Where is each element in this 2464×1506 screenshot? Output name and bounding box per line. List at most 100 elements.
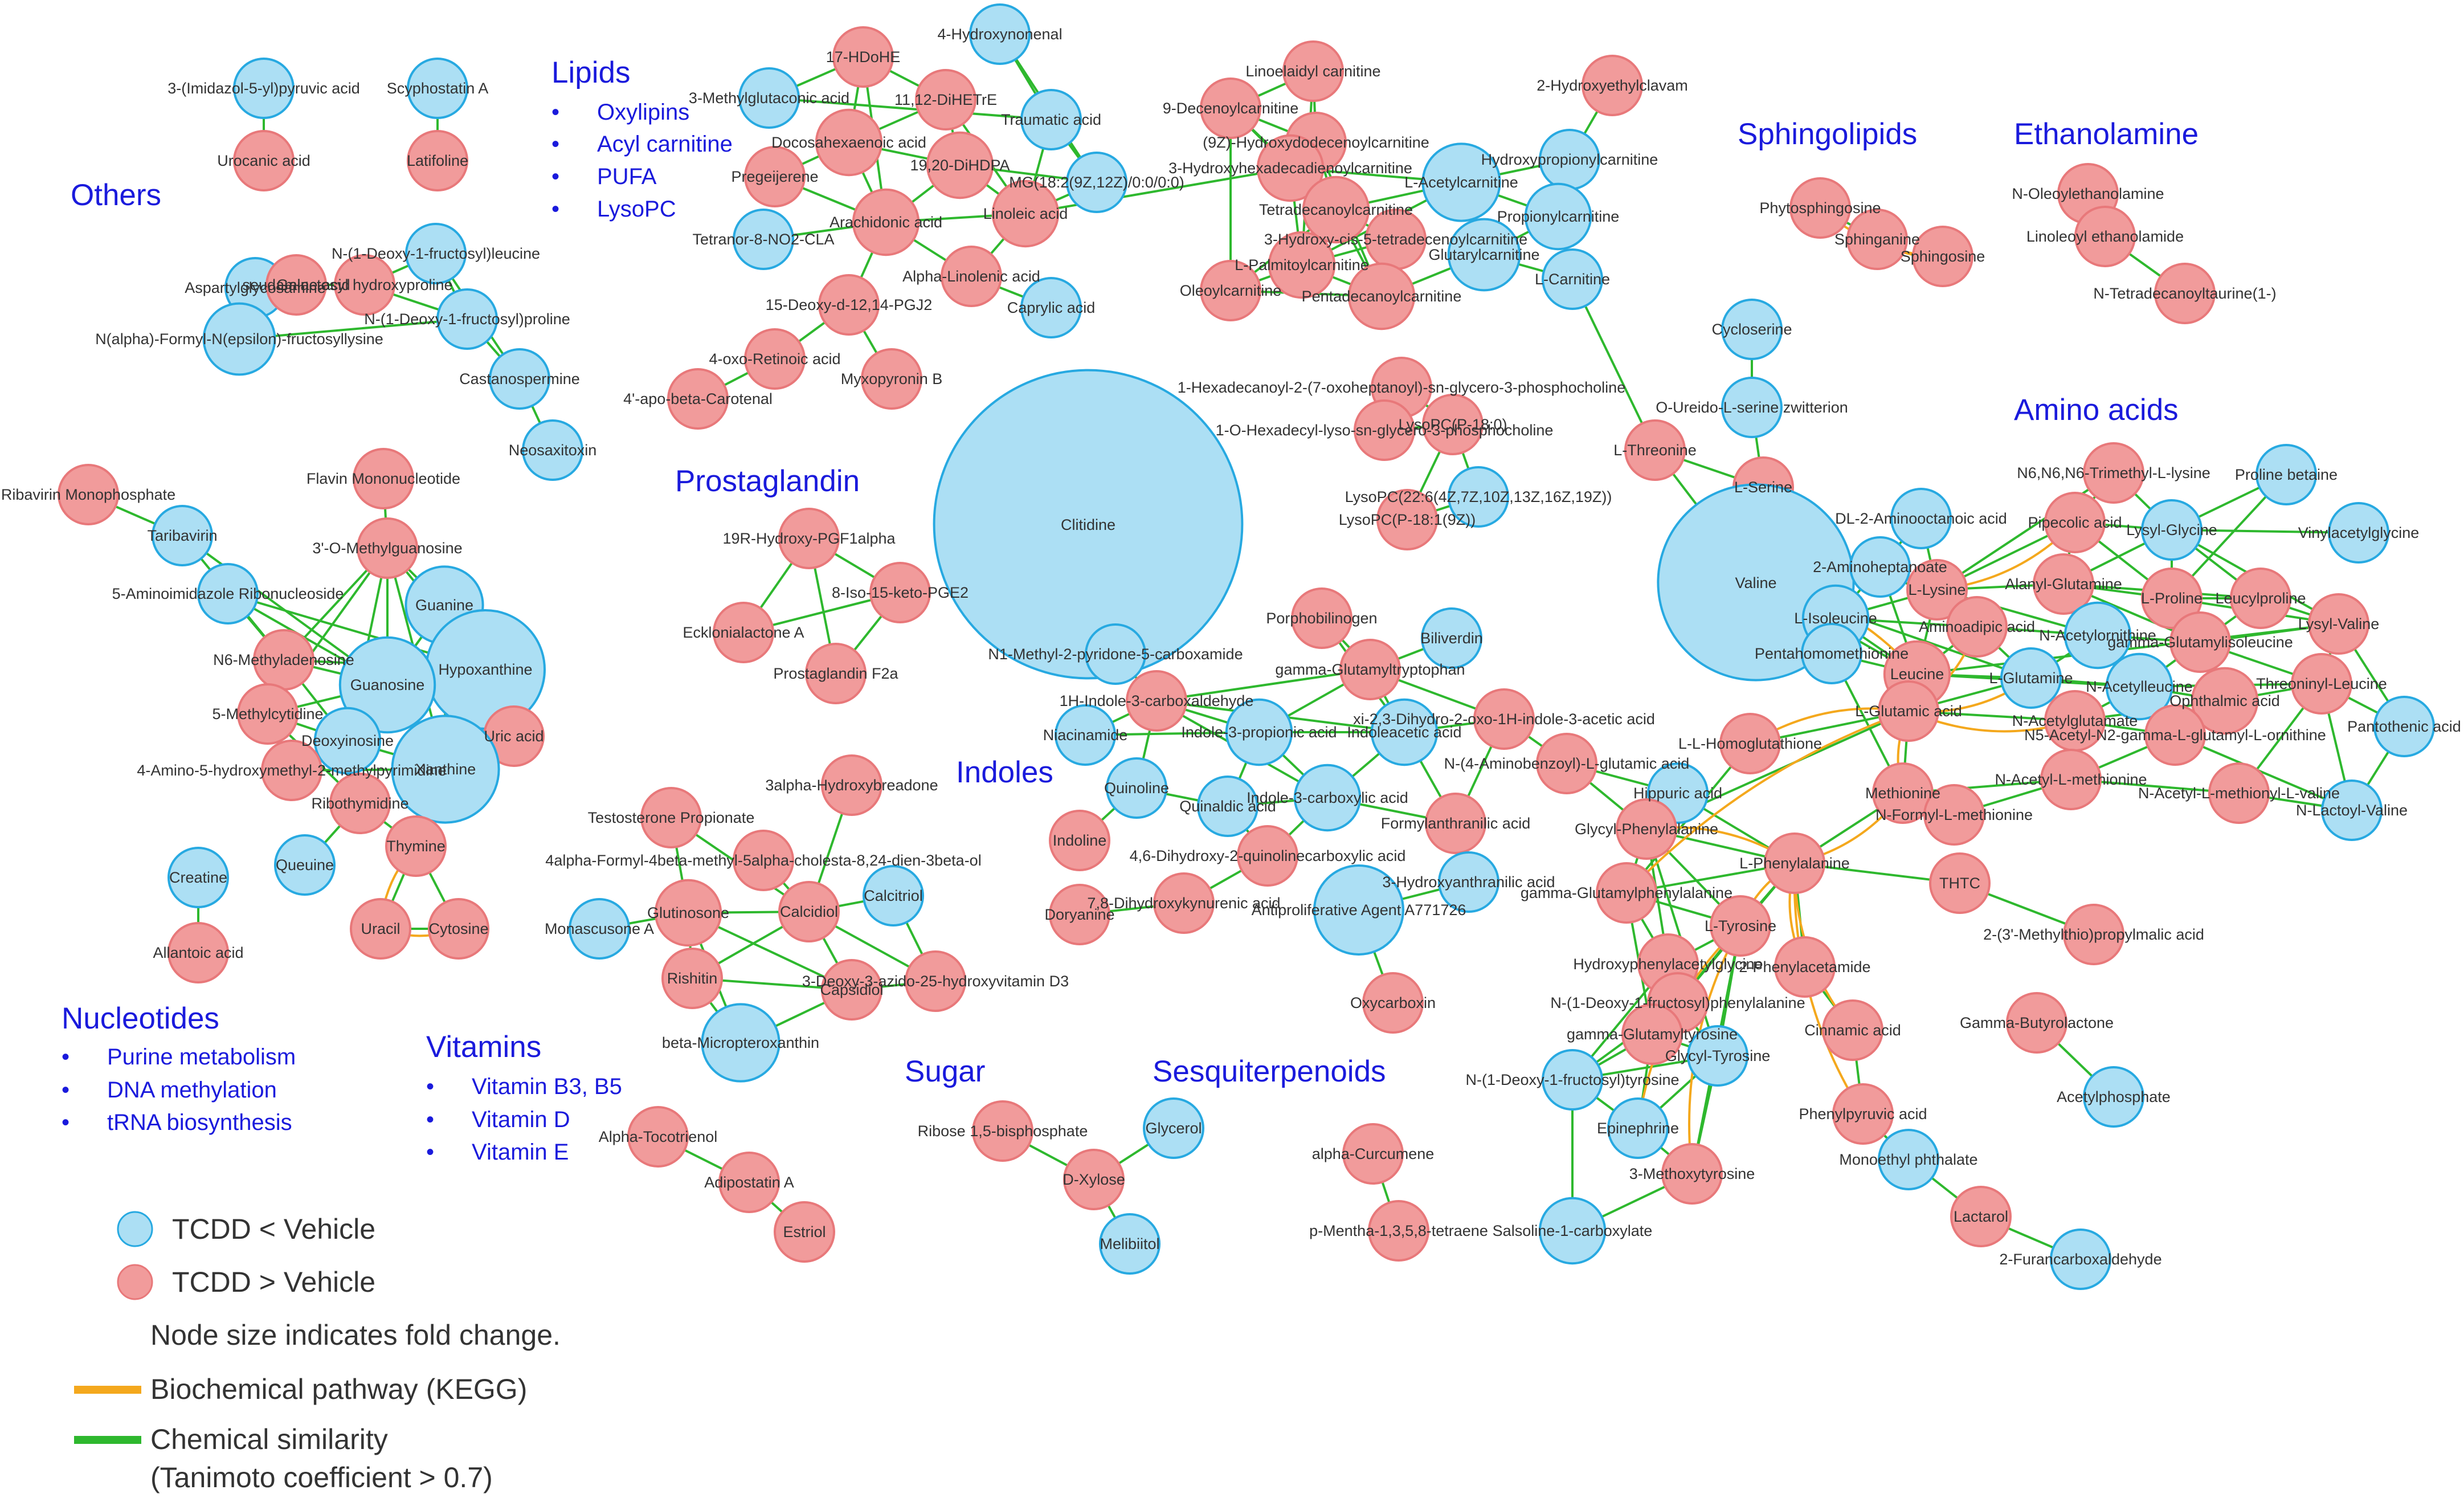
node-label: 3'-O-Methylguanosine bbox=[312, 540, 462, 557]
node-acetyl_glutamyl_ornithine bbox=[2144, 704, 2206, 766]
node-label: Aminoadipic acid bbox=[1919, 618, 2035, 635]
node-label: Galactosyl hydroxyproline bbox=[276, 276, 452, 293]
node-label: L-Serine bbox=[1734, 479, 1792, 496]
node-label: Aspartylglycosamine bbox=[185, 279, 326, 296]
node-alpha_linolenic bbox=[941, 246, 1002, 307]
node-label: 19,20-DiHDPA bbox=[910, 157, 1010, 174]
node-label: Scyphostatin A bbox=[387, 80, 489, 97]
node-label: Arachidonic acid bbox=[829, 214, 942, 231]
node-label: Acetylphosphate bbox=[2057, 1088, 2171, 1105]
node-uracil bbox=[350, 898, 411, 960]
cluster-item: tRNA biosynthesis bbox=[107, 1110, 292, 1135]
node-label: Prostaglandin F2a bbox=[773, 665, 898, 682]
node-label: Cinnamic acid bbox=[1804, 1022, 1901, 1039]
node-label: N6,N6,N6-Trimethyl-L-lysine bbox=[2017, 464, 2210, 481]
node-label: gamma-Glutamyltryptophan bbox=[1275, 661, 1465, 678]
node-label: Formylanthranilic acid bbox=[1381, 815, 1531, 832]
node-threoninylleucine bbox=[2291, 653, 2352, 715]
node-label: Hypoxanthine bbox=[438, 661, 532, 678]
node-calcitriol bbox=[863, 865, 924, 927]
node-phenylpyruvic bbox=[1832, 1083, 1894, 1145]
cluster-bullet: • bbox=[62, 1044, 70, 1070]
node-label: L-Phenylalanine bbox=[1739, 855, 1850, 872]
node-xanthine bbox=[391, 715, 500, 824]
node-label: Urocanic acid bbox=[217, 152, 310, 169]
node-label: Clitidine bbox=[1061, 516, 1115, 533]
node-label: 19R-Hydroxy-PGF1alpha bbox=[722, 530, 896, 547]
node-methylglutaconic bbox=[738, 67, 800, 129]
node-label: Linoleic acid bbox=[983, 205, 1068, 222]
node-label: Glutinosone bbox=[647, 904, 729, 921]
node-urocanic bbox=[233, 130, 295, 191]
node-label: Pregeijerene bbox=[731, 168, 818, 185]
node-estriol bbox=[774, 1201, 835, 1263]
node-label: N-Oleoylethanolamine bbox=[2012, 185, 2164, 202]
node-glutamyltryptophan bbox=[1339, 639, 1401, 700]
node-pgj2 bbox=[818, 274, 880, 336]
node-clitidine bbox=[933, 369, 1244, 680]
node-hydroxyanthranilic bbox=[1438, 851, 1499, 913]
node-label: Tetranor-8-NO2-CLA bbox=[692, 231, 834, 248]
node-label: Proline betaine bbox=[2235, 466, 2338, 483]
node-lysopc_p18 bbox=[1422, 394, 1484, 455]
node-label: 3-Hydroxyhexadecadienoylcarnitine bbox=[1168, 160, 1412, 177]
node-label: gamma-Glutamylphenylalanine bbox=[1521, 884, 1732, 901]
node-label: D-Xylose bbox=[1063, 1171, 1125, 1188]
node-label: Pentahomomethionine bbox=[1755, 645, 1909, 662]
node-label: 3-Hydroxy-cis-5-tetradecenoylcarnitine bbox=[1264, 231, 1527, 248]
node-label: LysoPC(P-18:0) bbox=[1398, 416, 1507, 433]
node-label: beta-Micropteroxanthin bbox=[662, 1034, 819, 1051]
node-label: Antiproliferative Agent A771726 bbox=[1252, 901, 1466, 919]
node-label: Ecklonialactone A bbox=[683, 624, 804, 641]
cluster-bullet: • bbox=[426, 1107, 434, 1132]
node-castanospermine bbox=[489, 348, 550, 410]
node-formylanthranilic bbox=[1425, 793, 1486, 854]
node-label: Indole-3-propionic acid bbox=[1181, 724, 1337, 741]
similarity-edge bbox=[1025, 167, 1291, 215]
legend-kegg-swatch bbox=[74, 1386, 141, 1394]
node-label: Thymine bbox=[386, 838, 446, 855]
node-label: Quinaldic acid bbox=[1179, 798, 1276, 815]
node-methylcytidine bbox=[237, 683, 299, 745]
node-alanylglutamine bbox=[2033, 553, 2094, 615]
node-traumatic bbox=[1020, 89, 1082, 150]
node-flavin bbox=[353, 448, 414, 509]
node-label: 2-Phenylacetamide bbox=[1739, 958, 1870, 976]
cluster-item: Purine metabolism bbox=[107, 1044, 296, 1070]
node-label: Alpha-Linolenic acid bbox=[902, 268, 1040, 285]
node-homoglutathione bbox=[1719, 713, 1781, 774]
node-azido_vitd bbox=[905, 950, 966, 1012]
node-indole_carboxylic bbox=[1293, 764, 1362, 832]
cluster-title-indoles: Indoles bbox=[956, 756, 1053, 789]
cluster-title-sesquiterpenoids: Sesquiterpenoids bbox=[1153, 1055, 1386, 1088]
node-pantothenic bbox=[2373, 696, 2435, 757]
node-tetradecanoyl bbox=[1302, 176, 1370, 244]
node-label: Quinoline bbox=[1104, 779, 1169, 797]
node-label: Glutarylcarnitine bbox=[1428, 246, 1539, 263]
legend-down-label: TCDD < Vehicle bbox=[172, 1213, 375, 1245]
node-methoxytyrosine bbox=[1661, 1143, 1723, 1205]
node-label: 3-(Imidazol-5-yl)pyruvic acid bbox=[167, 80, 360, 97]
node-label: N-Lactoyl-Valine bbox=[2296, 802, 2408, 819]
node-label: Methionine bbox=[1865, 785, 1940, 802]
node-label: 8-Iso-15-keto-PGE2 bbox=[832, 584, 969, 601]
node-label: Hydroxyphenylacetylglycine bbox=[1573, 956, 1763, 973]
node-acetylphosphate bbox=[2083, 1066, 2144, 1128]
node-label: N-Acetylleucine bbox=[2086, 678, 2193, 695]
node-indole_carboxaldehyde bbox=[1126, 670, 1187, 732]
similarity-edge bbox=[1936, 472, 2115, 591]
node-thymine bbox=[385, 815, 447, 877]
node-oxycarboxin bbox=[1362, 972, 1424, 1034]
node-calcidiol bbox=[778, 881, 840, 942]
node-label: Uracil bbox=[361, 920, 400, 937]
node-label: 4alpha-Formyl-4beta-methyl-5alpha-choles… bbox=[545, 852, 981, 869]
node-trimethyllysine bbox=[2083, 442, 2144, 504]
node-label: Pantothenic acid bbox=[2347, 718, 2461, 735]
node-xylose bbox=[1063, 1149, 1125, 1210]
node-label: Leucine bbox=[1890, 666, 1944, 683]
node-label: Flavin Mononucleotide bbox=[307, 470, 460, 487]
node-tocotrienol bbox=[627, 1106, 689, 1168]
node-label: N-Acetyl-L-methionine bbox=[1995, 771, 2147, 788]
node-hdohe bbox=[832, 26, 894, 88]
node-linoleoyl_eth bbox=[2074, 206, 2136, 267]
